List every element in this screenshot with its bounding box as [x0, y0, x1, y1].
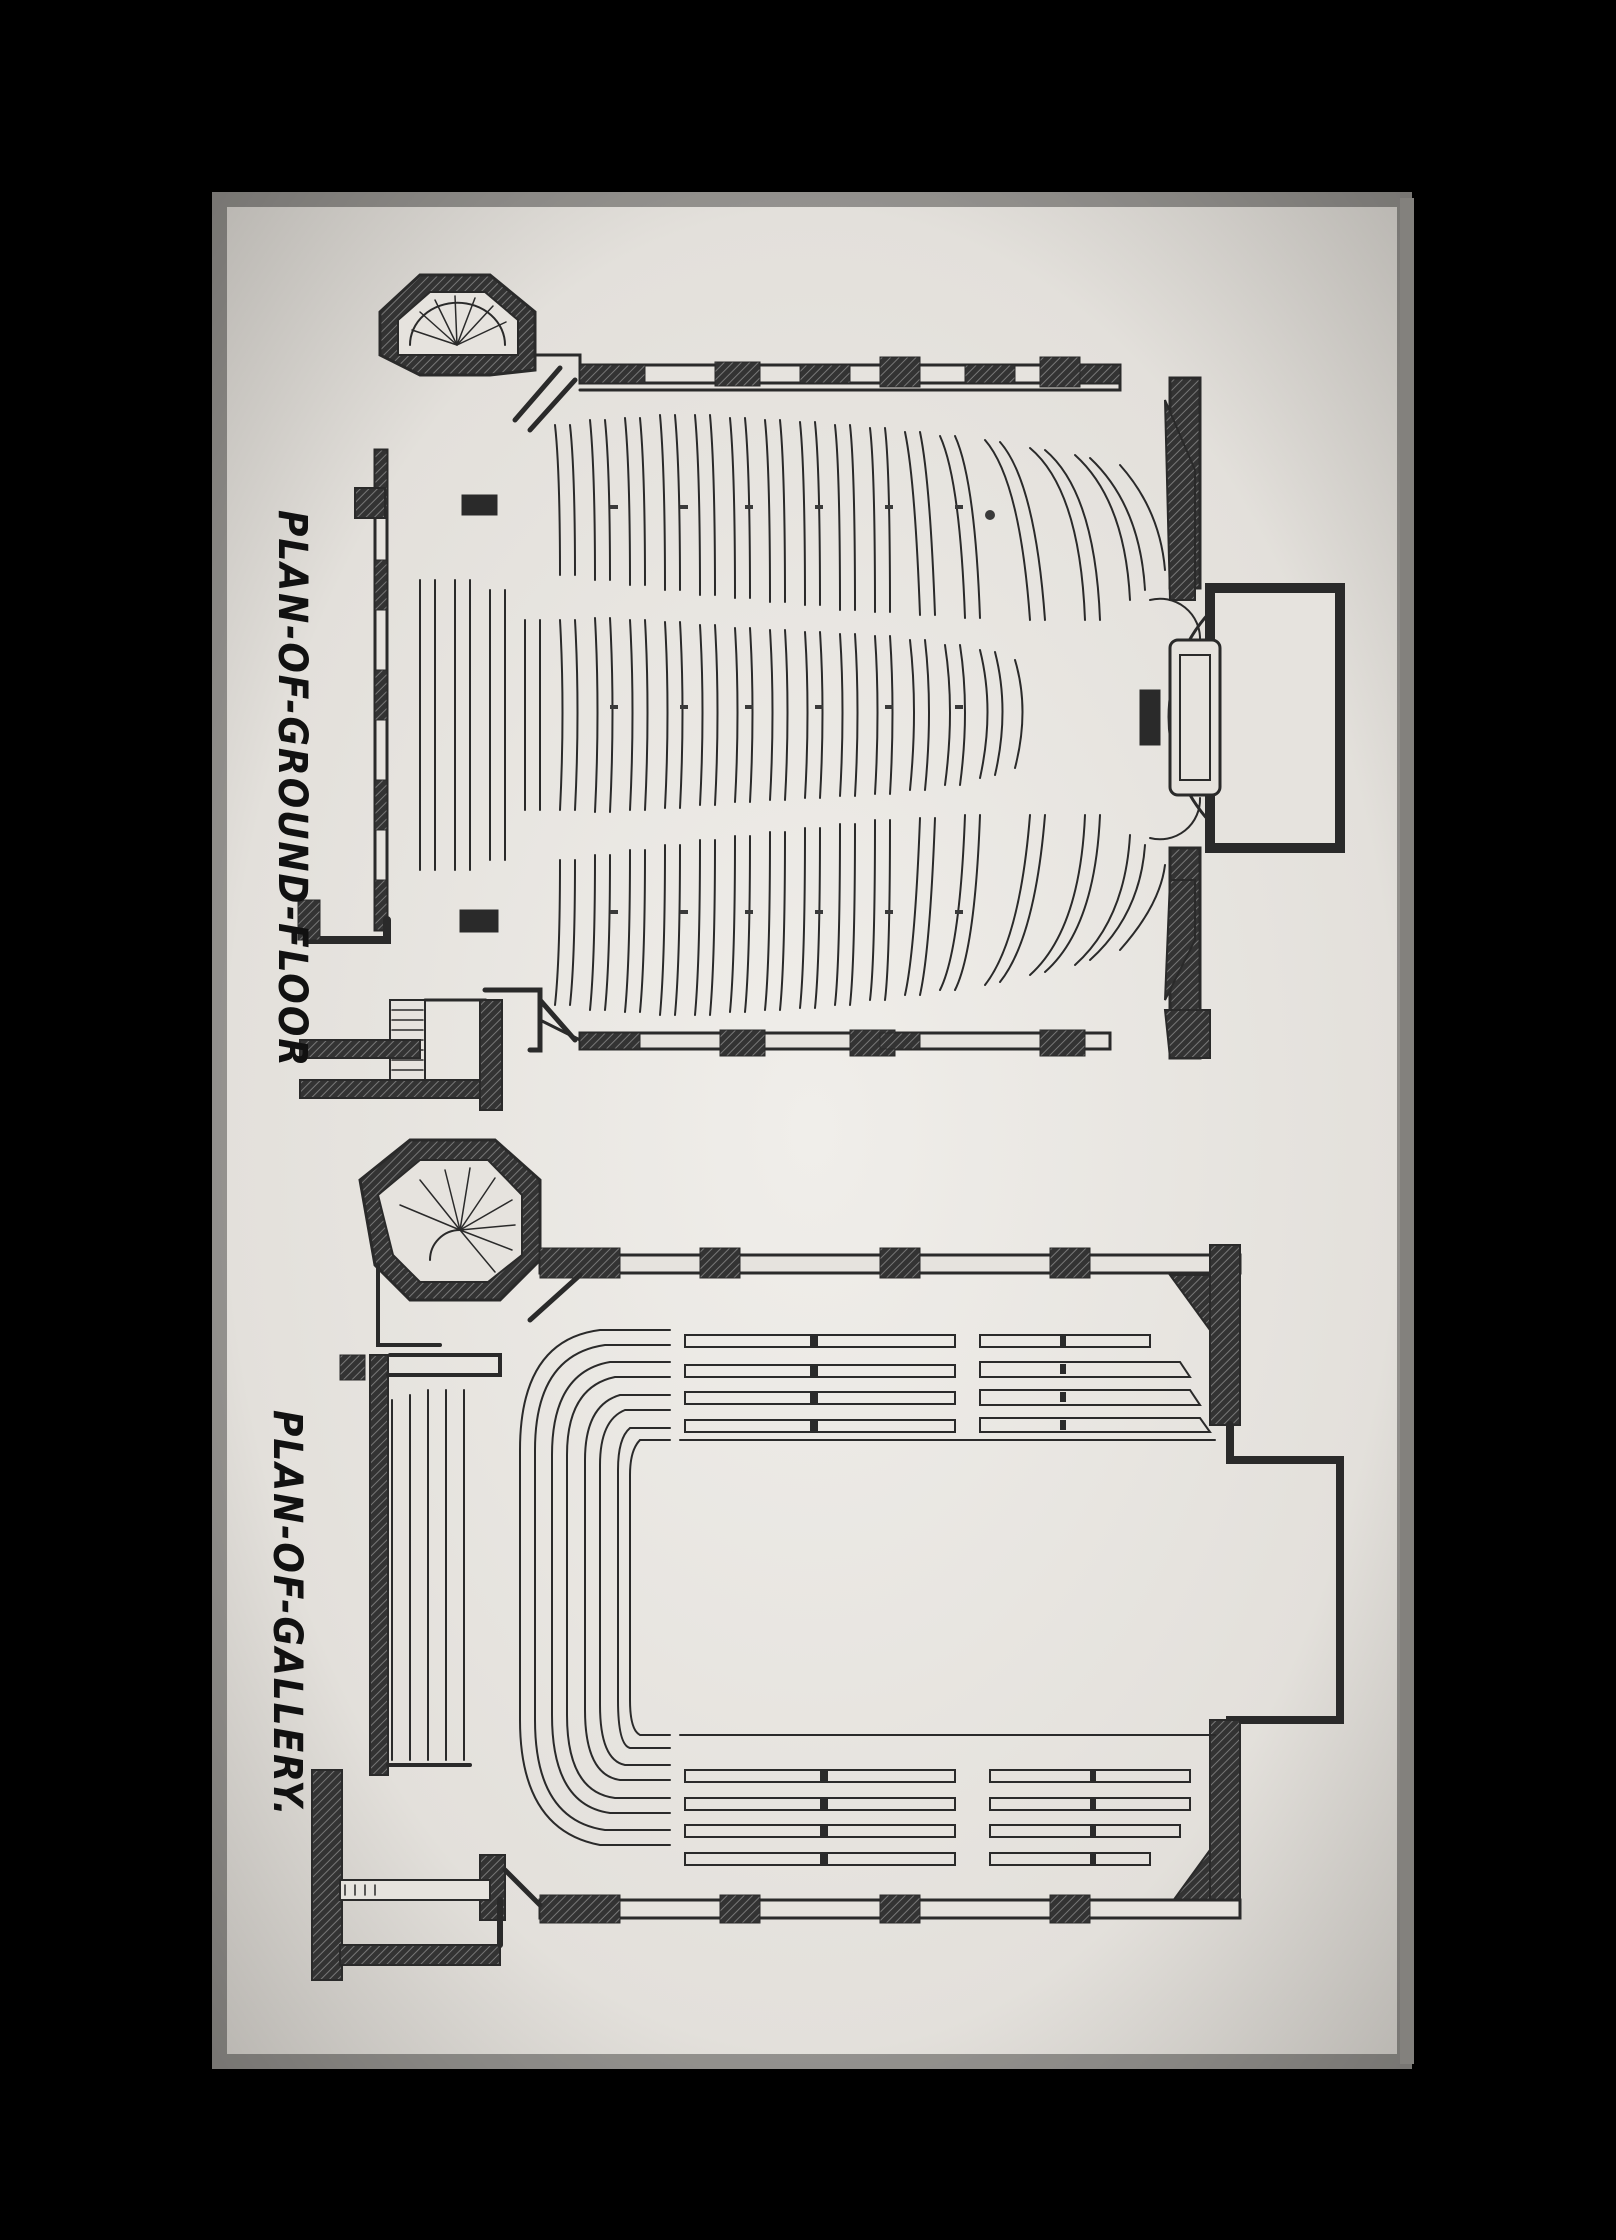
entry-diagonal-top — [512, 365, 578, 433]
gallery-plan-title: PLAN-OF-GALLERY. — [264, 1410, 310, 1818]
north-wall-gallery — [527, 1244, 1242, 1426]
west-wall-ground — [297, 448, 499, 944]
gallery-plan — [311, 1138, 1344, 1981]
south-wall — [537, 997, 1112, 1057]
ground-floor-plan-title: PLAN-OF-GROUND-FLOOR — [269, 510, 315, 1069]
gallery-seating — [519, 1329, 1216, 1866]
east-wall-ground — [1163, 376, 1345, 1060]
pews-middle-block — [419, 579, 1024, 871]
vignette — [197, 177, 1427, 2084]
stair-bottom-ground — [299, 987, 543, 1111]
north-wall — [533, 353, 1122, 392]
pulpit — [1139, 597, 1222, 841]
pew-number-marks-ground — [610, 505, 995, 914]
stair-tower-top — [378, 273, 537, 377]
east-apse-gallery — [1168, 1421, 1344, 1911]
pews-top-block — [554, 414, 1166, 621]
paper-edge — [1400, 198, 1414, 2064]
pews-bottom-block — [554, 814, 1166, 1016]
ground-floor-plan — [297, 273, 1345, 1111]
west-wall-gallery — [311, 1353, 503, 1981]
stair-tower-gallery — [358, 1138, 542, 1347]
